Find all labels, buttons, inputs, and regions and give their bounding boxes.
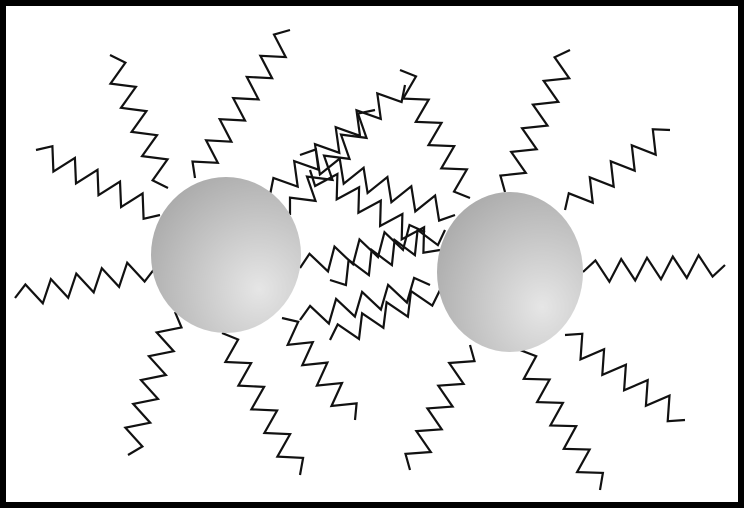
polymer-chain	[498, 49, 572, 193]
left-particle	[151, 177, 301, 333]
polymer-chain	[281, 316, 358, 421]
polymer-chain	[563, 128, 671, 211]
polymer-chain	[191, 28, 291, 179]
polymer-chain	[329, 289, 441, 341]
right-particle	[437, 192, 583, 352]
polymer-chain	[299, 223, 426, 274]
polymer-chain	[268, 84, 407, 196]
polymer-chain	[329, 227, 446, 287]
polymer-chain	[108, 54, 170, 189]
polymer-chain	[14, 260, 156, 306]
polymer-chain	[221, 331, 305, 476]
polymer-chain	[299, 147, 456, 223]
polymer-chain	[308, 169, 441, 254]
polymer-chain	[564, 332, 686, 423]
polymer-chains	[14, 28, 726, 491]
polymer-chain	[35, 144, 161, 221]
polymer-chain	[519, 348, 605, 491]
polymer-chain	[288, 108, 376, 215]
polymer-chain	[582, 253, 726, 284]
polymer-chain	[404, 344, 476, 471]
polymer-chain	[299, 276, 431, 326]
polymer-chain	[399, 68, 471, 200]
polymer-chain	[123, 311, 184, 456]
